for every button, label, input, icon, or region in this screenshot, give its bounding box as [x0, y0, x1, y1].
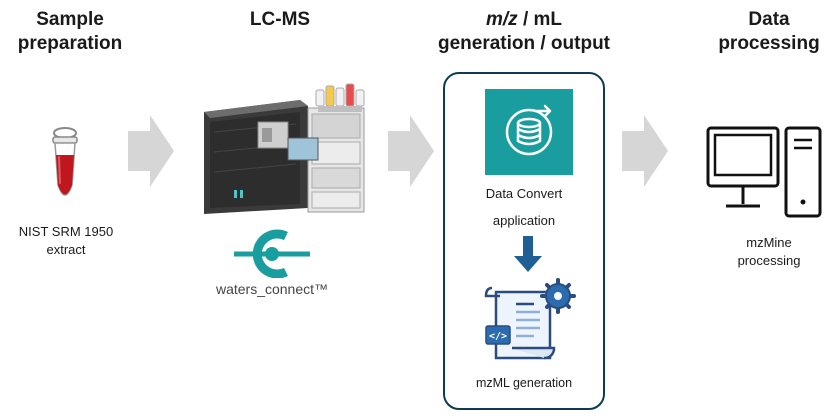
flow-arrow-1 [128, 115, 174, 187]
waters-connect-logo [234, 229, 310, 278]
caption-line: application [492, 213, 556, 228]
heading-sample-preparation: Sample preparation [0, 8, 140, 56]
heading-line: preparation [17, 33, 123, 54]
heading-lc-ms: LC-MS [220, 8, 340, 32]
caption-line: extract [46, 242, 86, 257]
heading-line: Data [748, 9, 790, 30]
down-arrow-icon [514, 236, 542, 272]
svg-text:</>: </> [489, 331, 507, 342]
mz-ml-output-box [443, 72, 605, 410]
heading-mz-ml-generation: m/z / mL generation / output [424, 8, 624, 56]
computer-icon [706, 126, 822, 218]
caption-line: NIST SRM 1950 [18, 224, 114, 239]
mzml-caption: mzML generation [475, 376, 573, 390]
caption-line: mzMine [746, 235, 792, 250]
waters-connect-text: waters_connect™ [215, 281, 329, 297]
processing-caption: mzMine processing [700, 234, 838, 270]
heading-data-processing: Data processing [700, 8, 838, 56]
caption-line: Data Convert [485, 186, 563, 201]
ml-label: / mL [517, 9, 563, 30]
data-convert-caption: Data Convert application [455, 180, 593, 234]
flow-arrow-3 [622, 115, 668, 187]
heading-line: Sample [36, 9, 104, 30]
lcms-instrument-icon [204, 83, 365, 214]
sample-tube-icon [52, 127, 78, 196]
heading-line: LC-MS [249, 9, 311, 30]
mz-italic-label: m/z [485, 9, 518, 30]
data-convert-icon [485, 89, 573, 175]
caption-line: processing [737, 253, 801, 268]
heading-line: m/z / mL [424, 8, 624, 32]
mzml-document-icon: </> [484, 278, 576, 360]
heading-line: generation / output [437, 33, 611, 54]
flow-arrow-2 [388, 115, 434, 187]
sample-caption: NIST SRM 1950 extract [0, 223, 132, 259]
heading-line: processing [718, 33, 820, 54]
